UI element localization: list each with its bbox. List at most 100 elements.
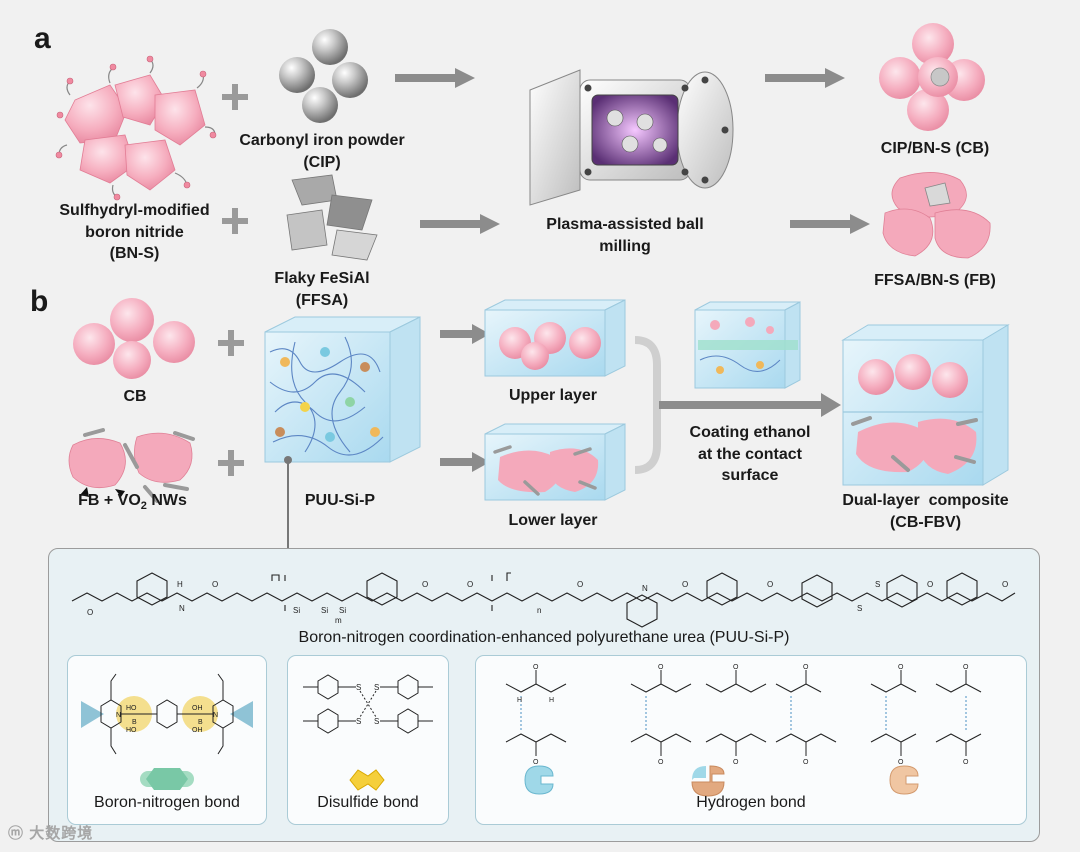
svg-text:m: m: [335, 616, 342, 625]
upper-layer-label: Upper layer: [508, 387, 598, 404]
hydrogen-bond-label: Hydrogen bond: [696, 794, 806, 811]
svg-text:O: O: [533, 664, 539, 671]
bns-label-line1: Sulfhydryl-modified: [59, 202, 210, 219]
coating-label-line3: surface: [721, 467, 779, 485]
cb-particles: [73, 298, 195, 379]
cip-label-line1: Carbonyl iron powder: [239, 132, 405, 149]
composite-label: Dual-layer composite (CB-FBV): [818, 490, 1033, 533]
svg-text:S: S: [374, 683, 379, 692]
panel-a-letter: a: [34, 22, 51, 55]
hbond-icon-orange: [889, 765, 919, 795]
plus-icon: [218, 450, 244, 476]
watermark-logo-icon: ⓜ: [8, 825, 25, 842]
milling-label: Plasma-assisted ball milling: [505, 214, 745, 257]
svg-text:N: N: [179, 604, 185, 613]
coating-label-line1: Coating ethanol: [689, 424, 811, 441]
svg-text:O: O: [898, 759, 904, 766]
svg-text:S: S: [875, 580, 880, 589]
milling-label-line1: Plasma-assisted ball: [546, 216, 704, 233]
milling-label-line2: milling: [599, 237, 651, 255]
svg-text:O: O: [733, 759, 739, 766]
ffsa-flakes: [286, 174, 378, 261]
ball-mill-device: [529, 69, 734, 206]
cip-label: Carbonyl iron powder (CIP): [222, 130, 422, 173]
watermark: ⓜ 大数跨境: [8, 822, 93, 843]
svg-text:O: O: [803, 759, 809, 766]
fb-vo2-label-suffix: NWs: [146, 492, 187, 509]
plus-icon: [218, 330, 244, 356]
svg-text:H: H: [549, 697, 554, 704]
lower-layer-label: Lower layer: [508, 512, 598, 529]
svg-text:O: O: [803, 664, 809, 671]
svg-text:N: N: [642, 584, 648, 593]
svg-text:O: O: [898, 664, 904, 671]
ffsa-label-line1: Flaky FeSiAl: [274, 270, 370, 287]
svg-text:OH: OH: [192, 727, 203, 734]
bns-particle-cluster: [55, 55, 217, 201]
svg-text:O: O: [577, 580, 583, 589]
puu-matrix-cube: [264, 316, 421, 463]
svg-text:HO: HO: [126, 705, 137, 712]
plus-icon: [222, 208, 248, 234]
arrow-right-icon: [440, 452, 490, 472]
hbond-icon-mixed: [691, 765, 725, 797]
fb-vo2-label-sub: 2: [140, 500, 147, 513]
svg-text:HO: HO: [126, 727, 137, 734]
cip-label-line2: (CIP): [303, 153, 341, 171]
matrix-label: PUU-Si-P: [304, 492, 376, 509]
fb-vo2-label-prefix: FB + VO: [78, 492, 141, 509]
svg-text:n: n: [537, 606, 541, 615]
svg-text:O: O: [533, 759, 539, 766]
svg-text:O: O: [733, 664, 739, 671]
cip-spheres: [279, 29, 368, 123]
upper-layer-cube: [484, 299, 626, 377]
watermark-text: 大数跨境: [29, 825, 94, 842]
disulfide-label: Disulfide bond: [317, 794, 419, 811]
svg-text:S: S: [356, 717, 361, 726]
bns-label: Sulfhydryl-modified boron nitride (BN-S): [22, 200, 247, 265]
svg-text:OH: OH: [192, 705, 203, 712]
polymer-caption: Boron-nitrogen coordination-enhanced pol…: [298, 629, 790, 646]
lower-layer-cube: [484, 423, 626, 501]
ffsa-label-line2: (FFSA): [295, 291, 349, 309]
bn-bond-icon: [140, 768, 194, 790]
svg-text:Si: Si: [293, 606, 300, 615]
plus-icon: [222, 84, 248, 110]
svg-text:O: O: [1002, 580, 1008, 589]
arrow-right-icon: [420, 214, 500, 234]
arrow-right-icon: [790, 214, 870, 234]
composite-label-line2: (CB-FBV): [889, 513, 962, 531]
svg-text:O: O: [87, 608, 93, 617]
svg-text:S: S: [374, 717, 379, 726]
svg-text:O: O: [212, 580, 218, 589]
cb-product-label: CIP/BN-S (CB): [880, 140, 990, 157]
disulfide-bond-icon: [349, 769, 385, 791]
composite-label-line1: Dual-layer composite: [842, 492, 1009, 509]
ffsa-label: Flaky FeSiAl (FFSA): [232, 268, 412, 311]
svg-text:O: O: [767, 580, 773, 589]
coating-label-line2: at the contact: [697, 445, 802, 463]
svg-text:O: O: [467, 580, 473, 589]
bns-label-line3: (BN-S): [109, 245, 160, 263]
arrow-right-icon: [440, 324, 490, 344]
connector-line: [284, 456, 292, 550]
svg-text:S: S: [857, 604, 862, 613]
svg-text:H: H: [177, 580, 183, 589]
svg-text:O: O: [422, 580, 428, 589]
svg-text:O: O: [682, 580, 688, 589]
composite-cube: [841, 324, 1010, 486]
cb-label: CB: [123, 388, 147, 405]
svg-text:B: B: [132, 719, 137, 726]
bn-bond-label: Boron-nitrogen bond: [94, 794, 240, 811]
svg-text:O: O: [927, 580, 933, 589]
fb-product-particles: [882, 172, 991, 259]
hbond-icon-blue: [524, 765, 554, 795]
cb-product-particles: [879, 23, 985, 131]
